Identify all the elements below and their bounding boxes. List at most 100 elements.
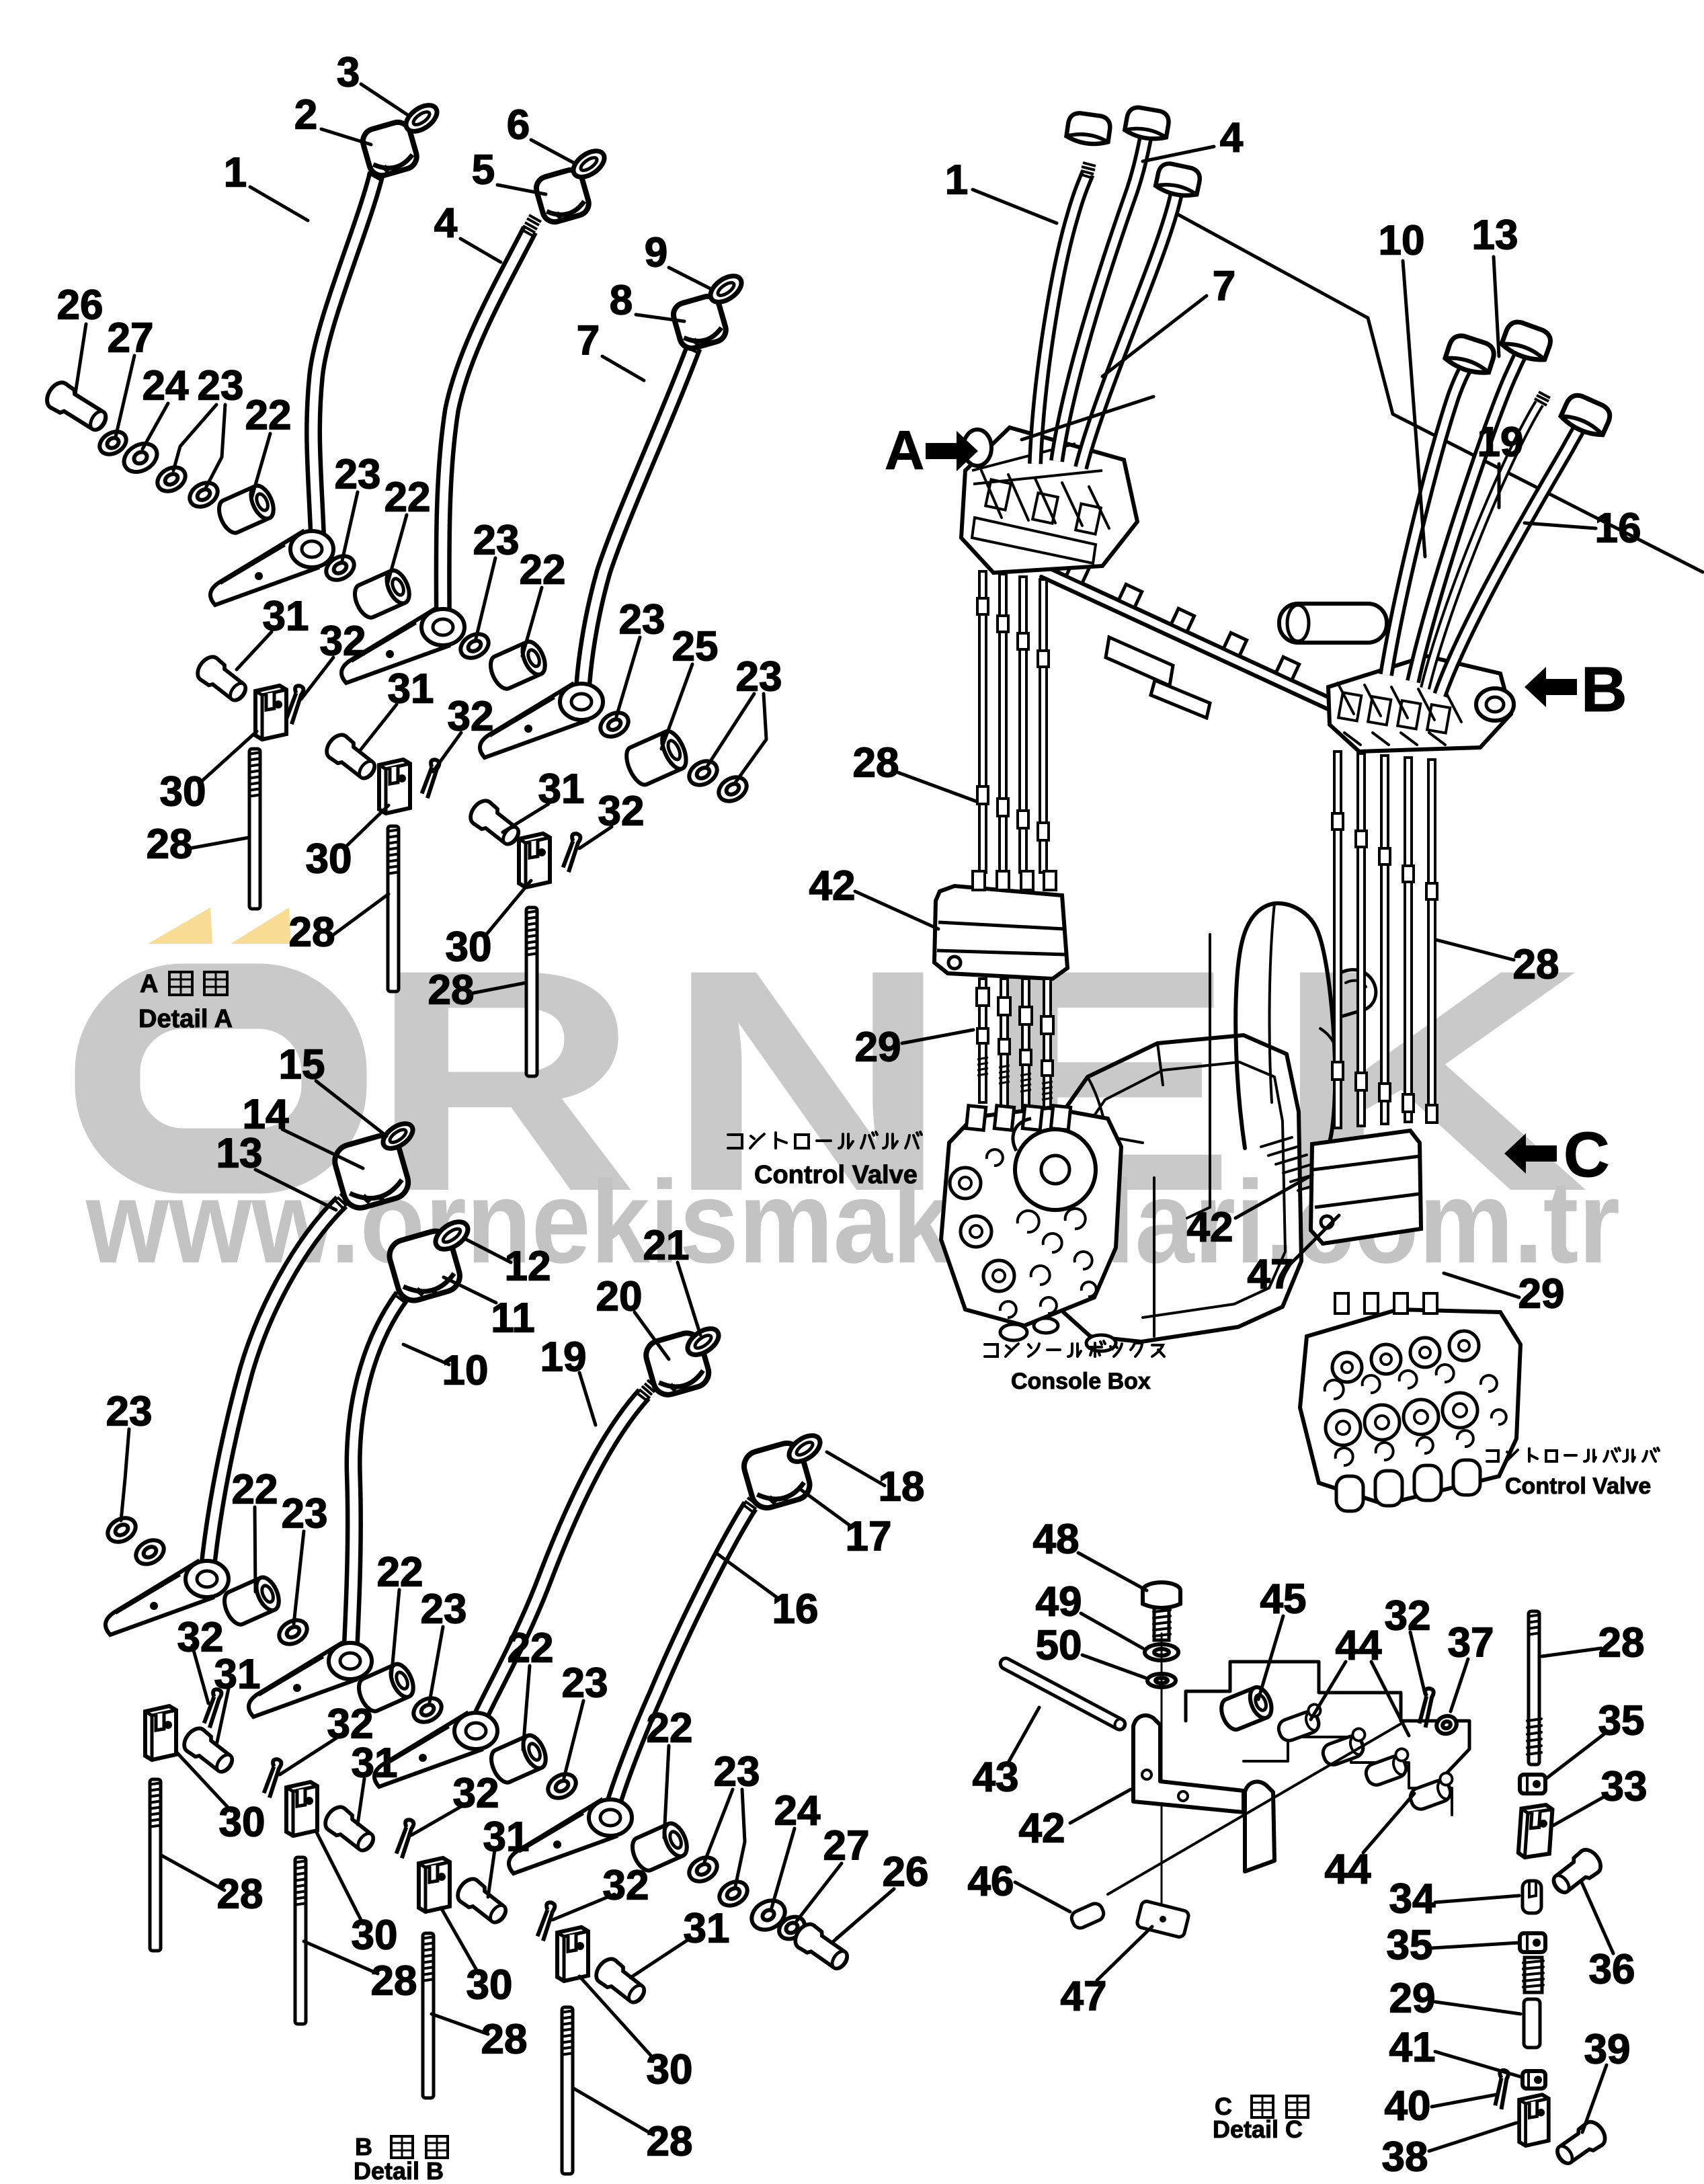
svg-text:32: 32: [177, 1615, 224, 1661]
svg-text:5: 5: [472, 147, 495, 194]
svg-text:27: 27: [823, 1823, 870, 1869]
svg-text:13: 13: [1472, 212, 1518, 259]
svg-text:35: 35: [1387, 1923, 1433, 1969]
svg-text:29: 29: [855, 1024, 901, 1071]
svg-text:23: 23: [736, 654, 782, 700]
svg-text:Detail A: Detail A: [138, 1005, 233, 1033]
svg-text:31: 31: [352, 1740, 398, 1787]
svg-text:28: 28: [371, 1958, 417, 2005]
svg-text:28: 28: [481, 2017, 528, 2063]
svg-text:11: 11: [491, 1295, 535, 1342]
svg-text:28: 28: [428, 967, 475, 1014]
svg-text:R: R: [370, 904, 639, 1257]
svg-text:50: 50: [1036, 1623, 1082, 1669]
svg-text:30: 30: [352, 1912, 398, 1959]
svg-text:23: 23: [198, 363, 244, 409]
svg-text:28: 28: [289, 909, 335, 956]
svg-text:40: 40: [1385, 2083, 1431, 2130]
svg-text:6: 6: [507, 102, 530, 149]
svg-text:A: A: [140, 970, 158, 998]
svg-text:B: B: [355, 2133, 372, 2160]
svg-text:1: 1: [945, 157, 968, 204]
svg-text:7: 7: [577, 318, 600, 364]
svg-text:30: 30: [466, 1962, 513, 2009]
svg-text:10: 10: [1379, 218, 1425, 264]
svg-text:Detail C: Detail C: [1213, 2115, 1303, 2143]
svg-text:29: 29: [1389, 1976, 1436, 2022]
svg-text:23: 23: [714, 1749, 760, 1795]
svg-text:43: 43: [973, 1754, 1019, 1801]
svg-text:20: 20: [596, 1274, 643, 1320]
svg-text:Control Valve: Control Valve: [1505, 1473, 1651, 1499]
svg-text:31: 31: [684, 1906, 730, 1952]
svg-text:49: 49: [1036, 1579, 1082, 1625]
svg-text:C: C: [1564, 1119, 1610, 1190]
svg-text:28: 28: [1598, 1620, 1645, 1666]
svg-text:22: 22: [520, 547, 566, 594]
svg-text:17: 17: [846, 1514, 892, 1560]
svg-text:44: 44: [1336, 1623, 1382, 1669]
svg-text:8: 8: [610, 278, 633, 324]
svg-text:10: 10: [442, 1348, 489, 1394]
svg-text:23: 23: [619, 597, 665, 643]
svg-text:24: 24: [143, 363, 189, 409]
svg-text:16: 16: [772, 1586, 819, 1633]
svg-text:28: 28: [647, 2119, 693, 2165]
svg-text:A: A: [885, 420, 924, 481]
svg-text:2: 2: [294, 92, 317, 138]
svg-text:35: 35: [1598, 1698, 1645, 1744]
svg-text:28: 28: [1513, 942, 1559, 988]
svg-text:Detail B: Detail B: [354, 2157, 444, 2184]
svg-text:B: B: [1581, 654, 1627, 725]
svg-text:42: 42: [1187, 1205, 1233, 1251]
svg-text:41: 41: [1389, 2025, 1436, 2071]
svg-text:26: 26: [57, 282, 104, 329]
svg-text:22: 22: [384, 475, 431, 521]
svg-text:13: 13: [216, 1131, 263, 1177]
svg-text:22: 22: [245, 393, 292, 439]
svg-text:32: 32: [603, 1863, 649, 1909]
svg-text:46: 46: [968, 1859, 1014, 1905]
svg-text:30: 30: [647, 2047, 693, 2093]
svg-text:1: 1: [224, 150, 247, 196]
svg-text:Control Valve: Control Valve: [754, 1161, 918, 1189]
svg-text:21: 21: [643, 1223, 690, 1269]
svg-text:45: 45: [1260, 1576, 1307, 1623]
svg-text:30: 30: [306, 836, 352, 883]
svg-text:C: C: [1215, 2093, 1232, 2120]
svg-text:42: 42: [1019, 1806, 1065, 1852]
svg-text:32: 32: [320, 618, 366, 665]
svg-text:22: 22: [377, 1549, 423, 1596]
svg-text:28: 28: [853, 740, 899, 786]
svg-text:18: 18: [879, 1464, 925, 1510]
svg-text:26: 26: [883, 1849, 929, 1896]
svg-text:23: 23: [562, 1660, 608, 1707]
svg-text:47: 47: [1248, 1252, 1294, 1298]
svg-text:7: 7: [1213, 264, 1235, 310]
svg-text:23: 23: [421, 1586, 467, 1633]
svg-text:30: 30: [446, 924, 492, 971]
svg-text:31: 31: [483, 1814, 530, 1861]
svg-text:47: 47: [1061, 1974, 1107, 2020]
svg-text:32: 32: [448, 694, 494, 740]
svg-text:25: 25: [672, 624, 719, 670]
svg-text:37: 37: [1448, 1620, 1494, 1666]
svg-text:19: 19: [1477, 419, 1524, 466]
svg-text:38: 38: [1382, 2134, 1428, 2181]
svg-text:12: 12: [505, 1244, 551, 1290]
svg-text:23: 23: [282, 1491, 328, 1537]
svg-text:33: 33: [1601, 1764, 1648, 1810]
svg-text:Console Box: Console Box: [1011, 1369, 1151, 1394]
svg-text:31: 31: [214, 1652, 261, 1698]
svg-text:28: 28: [217, 1871, 263, 1918]
svg-text:30: 30: [160, 769, 206, 815]
svg-text:9: 9: [645, 230, 667, 276]
svg-text:4: 4: [1220, 115, 1244, 161]
svg-text:28: 28: [147, 821, 193, 868]
svg-text:32: 32: [598, 788, 645, 835]
svg-text:4: 4: [434, 200, 458, 247]
svg-text:24: 24: [774, 1788, 821, 1834]
svg-text:42: 42: [809, 863, 856, 909]
svg-text:34: 34: [1389, 1876, 1436, 1923]
svg-text:19: 19: [540, 1334, 587, 1381]
